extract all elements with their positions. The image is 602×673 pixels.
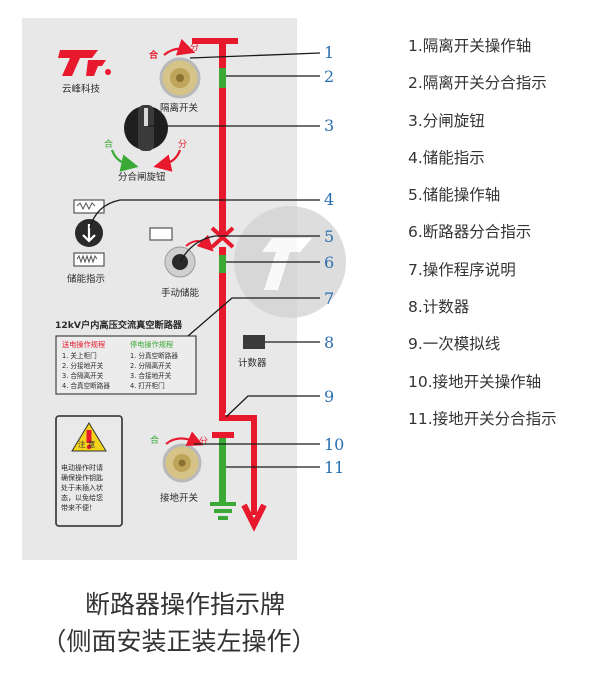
callout-number: 9 — [324, 387, 334, 406]
power-on-step: 1. 关上柜门 — [62, 351, 97, 360]
power-on-title: 送电操作规程 — [62, 340, 105, 349]
knob-close-mark: 合 — [104, 138, 113, 150]
callout-number: 3 — [324, 116, 334, 135]
knob-label: 分合闸旋钮 — [118, 171, 166, 183]
callout-number: 10 — [324, 435, 344, 454]
callout-number: 4 — [324, 190, 334, 209]
leader-9 — [225, 395, 320, 418]
legend-item: 11.接地开关分合指示 — [408, 409, 557, 428]
earth-switch-label: 接地开关 — [160, 492, 199, 504]
legend-item: 7.操作程序说明 — [408, 260, 516, 279]
breaker-x-mark — [210, 226, 235, 249]
knob-close-arrow — [110, 149, 139, 172]
legend-item: 6.断路器分合指示 — [408, 223, 532, 242]
warning-line: 态，以免给您 — [61, 493, 103, 502]
warning-box — [55, 415, 123, 527]
warning-line: 带来不便！ — [61, 503, 96, 512]
counter-label: 计数器 — [238, 357, 267, 369]
legend-item: 1.隔离开关操作轴 — [408, 37, 532, 55]
energy-indicator — [73, 199, 105, 267]
leader-7 — [187, 297, 320, 337]
power-on-step: 4. 合真空断路器 — [62, 381, 110, 390]
earth-close-mark: 合 — [150, 434, 159, 446]
outgoing-arrow — [241, 503, 267, 532]
power-off-step: 1. 分真空断路器 — [130, 351, 178, 360]
callout-number: 1 — [324, 43, 334, 62]
leader-5 — [179, 235, 320, 263]
legend-item: 2.隔离开关分合指示 — [408, 74, 547, 93]
brand-logo — [58, 50, 111, 76]
mimic-segment — [219, 88, 226, 236]
caption-title: 断路器操作指示牌 — [84, 590, 285, 619]
legend-item: 10.接地开关操作轴 — [408, 372, 542, 391]
counter-window — [243, 335, 265, 349]
breaker-title: 12kV户内高压交流真空断路器 — [55, 319, 183, 331]
power-on-step: 3. 合隔离开关 — [62, 371, 104, 380]
power-off-title: 停电操作规程 — [130, 340, 173, 349]
knob-open-mark: 分 — [178, 139, 187, 150]
callout-number: 5 — [324, 227, 334, 246]
earth-switch-bar — [212, 432, 234, 438]
procedure-box — [55, 335, 197, 395]
callout-number: 6 — [324, 253, 334, 272]
energy-indicator-label: 储能指示 — [67, 273, 105, 285]
leader-4 — [89, 199, 320, 229]
caption-subtitle: （侧面安装正装左操作） — [41, 627, 317, 656]
arrow-down-icon — [82, 224, 96, 243]
manual-energy-arrow — [185, 234, 214, 252]
breaker-position-indicator — [219, 255, 226, 273]
leader-1 — [189, 52, 321, 59]
warning-title: 注 意 — [78, 439, 95, 449]
earth-switch-shaft[interactable] — [162, 443, 202, 483]
callout-number: 7 — [324, 289, 334, 308]
mimic-segment — [219, 273, 226, 413]
earth-position-indicator — [219, 438, 226, 460]
isolation-rotate-arrow — [163, 38, 196, 56]
isolation-switch-shaft[interactable] — [159, 57, 201, 99]
busbar-top — [192, 38, 238, 44]
earth-rotate-arrow — [165, 431, 204, 447]
isolation-close-mark: 合 — [149, 49, 159, 61]
callout-number: 11 — [324, 458, 344, 477]
power-on-step: 2. 分接地开关 — [62, 361, 104, 370]
legend-item: 8.计数器 — [408, 298, 470, 317]
ground-symbol — [210, 502, 236, 506]
callout-number: 2 — [324, 67, 334, 86]
legend-item: 3.分闸旋钮 — [408, 111, 485, 130]
brand-name: 云峰科技 — [62, 83, 101, 95]
callout-number: 8 — [324, 333, 334, 352]
legend-item: 4.储能指示 — [408, 148, 485, 167]
warning-line: 电动操作时请 — [61, 463, 103, 472]
manual-energy-label: 手动储能 — [161, 287, 200, 299]
warning-line: 确保操作钥匙 — [61, 473, 103, 482]
warning-line: 处于未插入状 — [61, 483, 103, 492]
earth-lead — [219, 460, 226, 502]
callout-leaders — [89, 52, 321, 468]
isolation-open-mark: 分 — [190, 42, 199, 53]
legend-item: 9.一次模拟线 — [408, 335, 501, 354]
manual-energy-icon — [149, 227, 173, 241]
earth-open-mark: 分 — [199, 436, 208, 447]
isolation-position-indicator — [219, 68, 226, 88]
mimic-segment — [219, 247, 226, 255]
knob-open-arrow — [153, 149, 182, 172]
mimic-segment — [219, 44, 226, 68]
legend-item: 5.储能操作轴 — [408, 186, 501, 205]
power-off-step: 4. 打开柜门 — [130, 381, 165, 390]
spring-charged-icon — [73, 252, 105, 267]
open-close-knob[interactable] — [124, 105, 168, 151]
power-off-step: 3. 合接地开关 — [130, 371, 172, 380]
legend-list: 1.隔离开关操作轴 2.隔离开关分合指示 3.分闸旋钮 4.储能指示 5.储能操… — [408, 28, 598, 438]
callout-numbers: 1 2 3 4 5 6 7 8 9 10 11 — [324, 43, 344, 477]
isolation-switch-label: 隔离开关 — [160, 102, 199, 114]
power-off-step: 2. 分隔离开关 — [130, 361, 172, 370]
